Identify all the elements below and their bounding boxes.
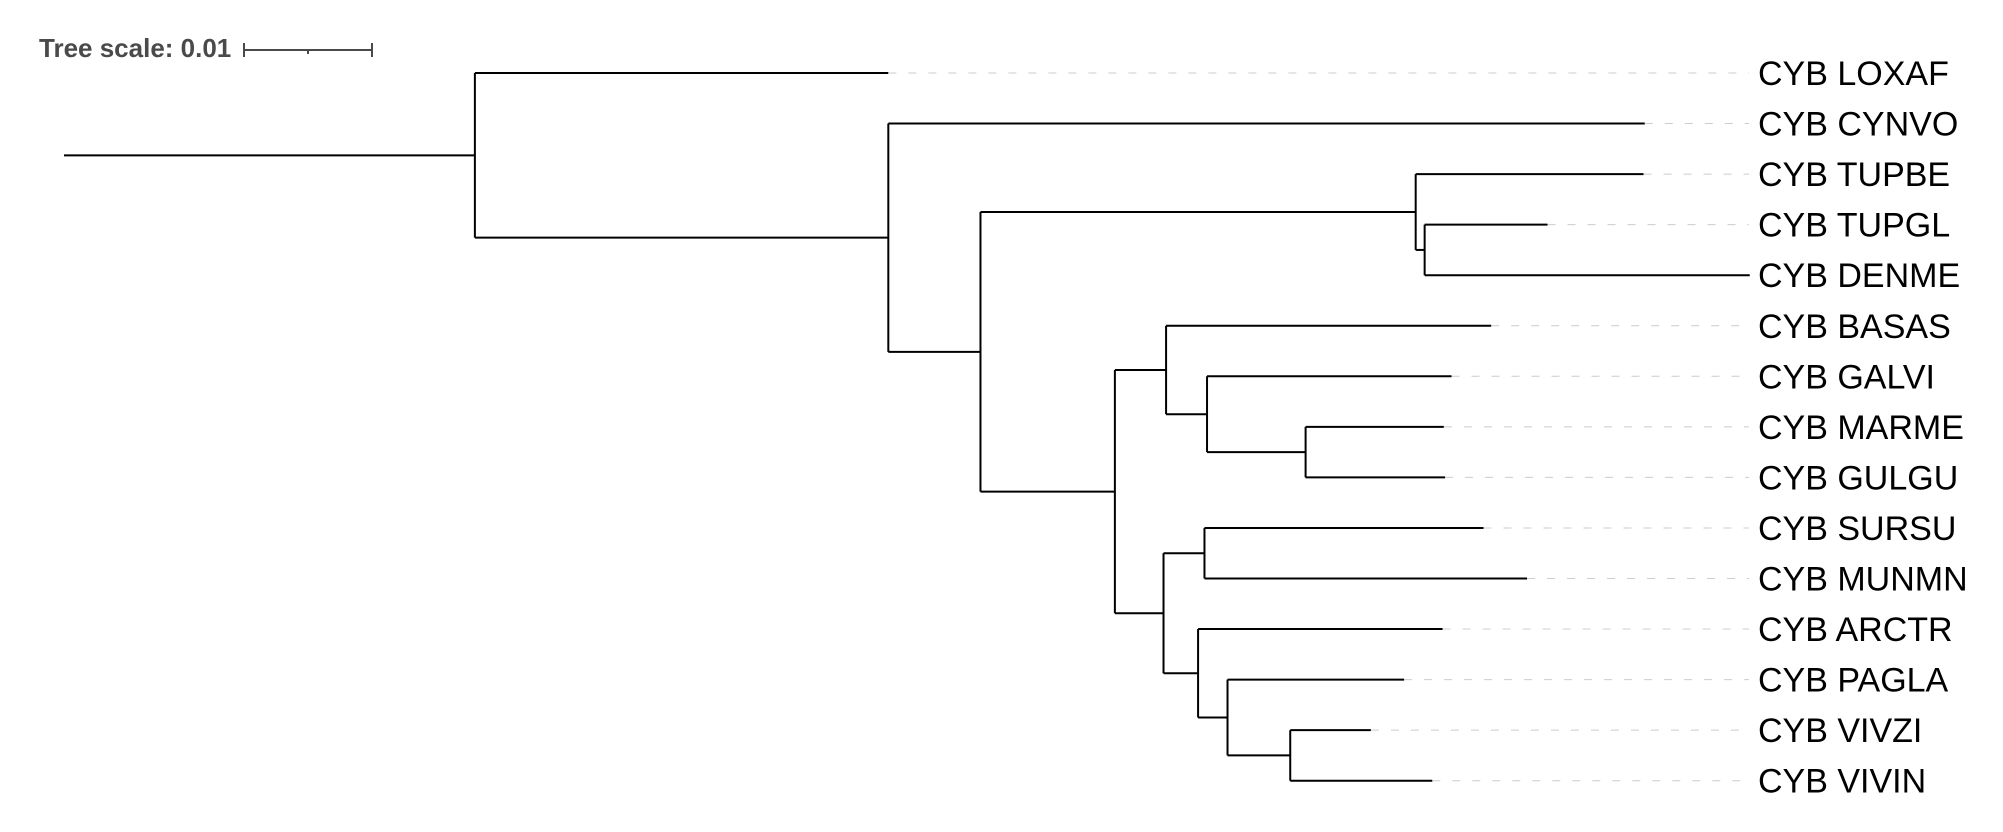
leaf-label: CYB VIVIN [1758,763,1926,801]
leaf-label: CYB CYNVO [1758,106,1958,144]
tree-scale-bar [243,43,373,57]
leaf-label: CYB BASAS [1758,308,1951,346]
leaf-label: CYB MARME [1758,409,1964,447]
leaf-label: CYB GALVI [1758,358,1935,396]
leaf-label: CYB MUNMN [1758,561,1968,599]
leaf-label: CYB VIVZI [1758,712,1922,750]
leaf-label: CYB TUPBE [1758,156,1950,194]
tree-scale-label: Tree scale: 0.01 [39,33,231,63]
leaf-label: CYB SURSU [1758,510,1956,548]
tree-scale: Tree scale: 0.01 [39,33,373,63]
leaf-labels: CYB LOXAF CYB CYNVO CYB TUPBE CYB TUPGL CYB … [1758,55,1968,801]
leaf-label: CYB LOXAF [1758,55,1949,93]
leaf-label: CYB DENME [1758,257,1960,295]
branches [64,72,1750,782]
leaf-label: CYB GULGU [1758,459,1958,497]
leaf-label: CYB ARCTR [1758,611,1953,649]
leaf-label: CYB PAGLA [1758,662,1949,700]
leaf-label: CYB TUPGL [1758,207,1950,245]
